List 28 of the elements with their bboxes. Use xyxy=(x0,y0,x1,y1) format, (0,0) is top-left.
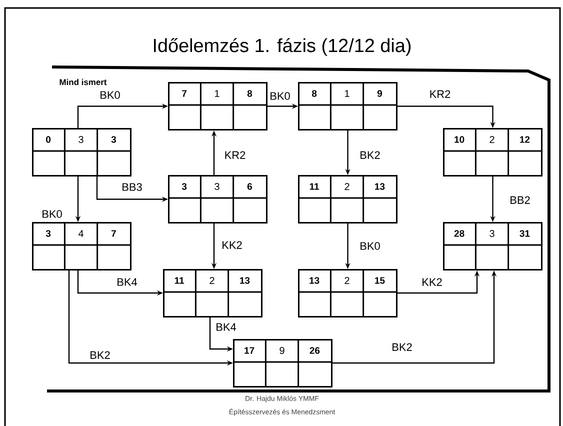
edge-label: BK2 xyxy=(88,350,112,360)
edge-label: BK0 xyxy=(268,91,292,101)
edge-label: BK0 xyxy=(98,90,122,100)
activity-box: 28 3 31 xyxy=(443,222,542,270)
edge-label: BK2 xyxy=(358,150,382,160)
note-text: Mind ismert xyxy=(60,78,107,86)
edge-label: BK4 xyxy=(116,277,138,287)
activity-box: 13 2 15 xyxy=(298,269,398,318)
edge-label: BB3 xyxy=(120,182,144,192)
edge-label: BK0 xyxy=(40,209,64,219)
edge-label: BK0 xyxy=(358,241,382,251)
edge-label: KR2 xyxy=(223,150,247,160)
edge-label: KR2 xyxy=(428,89,452,99)
edge-label: KK2 xyxy=(420,277,444,287)
activity-box: 8 1 9 xyxy=(298,82,398,130)
edge-label: BB2 xyxy=(508,195,532,205)
activity-box: 11 2 13 xyxy=(163,269,262,318)
activity-box: 7 1 8 xyxy=(168,82,268,130)
edge-label: KK2 xyxy=(220,240,244,250)
activity-box: 11 2 13 xyxy=(298,175,398,224)
activity-box: 3 3 6 xyxy=(168,175,268,224)
edge-label: BK4 xyxy=(214,322,238,332)
activity-box: 10 2 12 xyxy=(443,128,542,176)
activity-box: 3 4 7 xyxy=(32,222,132,270)
edge-label: BK2 xyxy=(390,342,414,352)
activity-box: 17 9 26 xyxy=(233,339,332,388)
title: Időelemzés 1. fázis (12/12 dia) xyxy=(154,38,411,56)
activity-box: 0 3 3 xyxy=(32,128,132,176)
